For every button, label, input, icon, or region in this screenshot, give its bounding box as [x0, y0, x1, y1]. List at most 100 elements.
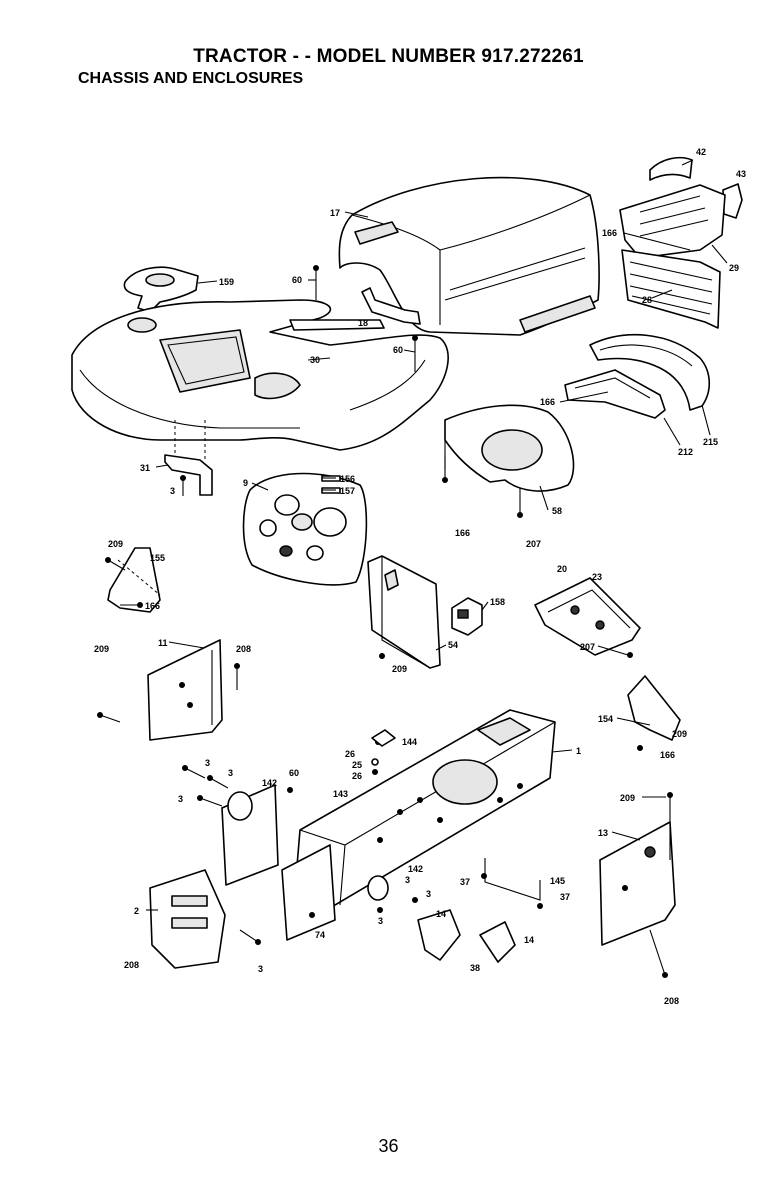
callout-74: 74: [315, 930, 325, 940]
page-number: 36: [0, 1136, 777, 1157]
callout-166-b: 166: [540, 397, 555, 407]
callout-30: 30: [310, 355, 320, 365]
callout-11: 11: [158, 638, 168, 648]
callout-37-b: 37: [560, 892, 570, 902]
side-panel-13: [600, 822, 675, 945]
callout-158: 158: [490, 597, 505, 607]
callout-3-d: 3: [178, 794, 183, 804]
callout-209-c: 209: [94, 644, 109, 654]
callout-3-b: 3: [205, 758, 210, 768]
main-frame-part: [295, 710, 555, 905]
bolt-3a: [180, 475, 186, 496]
callout-209-e: 209: [620, 793, 635, 803]
bolt-209b: [379, 653, 385, 659]
callout-1: 1: [576, 746, 581, 756]
grille-part: [620, 185, 725, 328]
callout-3-c: 3: [228, 768, 233, 778]
callout-14-b: 14: [524, 935, 534, 945]
axle-plate-142a: [222, 785, 278, 885]
callout-3: 3: [170, 486, 175, 496]
callout-26: 26: [345, 749, 355, 759]
callout-14: 14: [436, 909, 446, 919]
callout-166-e: 166: [660, 750, 675, 760]
callout-42: 42: [696, 147, 706, 157]
callout-37: 37: [460, 877, 470, 887]
screw-166c: [442, 455, 448, 483]
callout-3-e: 3: [405, 875, 410, 885]
callout-23: 23: [592, 572, 602, 582]
callout-209: 209: [108, 539, 123, 549]
callout-209-b: 209: [392, 664, 407, 674]
callout-54: 54: [448, 640, 458, 650]
dash-shroud-part: [445, 405, 574, 491]
callout-60: 60: [292, 275, 302, 285]
callout-157: 157: [340, 486, 355, 496]
bolt-3g: [377, 907, 383, 913]
bolt-3d: [197, 795, 222, 806]
callout-60-c: 60: [289, 768, 299, 778]
fender-part: [72, 300, 448, 450]
callout-212: 212: [678, 447, 693, 457]
bolt-144: [372, 730, 395, 746]
callout-29: 29: [729, 263, 739, 273]
bumper-bracket-part: [565, 370, 665, 418]
callout-166: 166: [602, 228, 617, 238]
callout-3-g: 3: [378, 916, 383, 926]
switch-158: [452, 598, 482, 635]
bolt-74: [309, 912, 315, 918]
callout-159: 159: [219, 277, 234, 287]
callout-17: 17: [330, 208, 340, 218]
callout-166-c: 166: [455, 528, 470, 538]
callout-208-b: 208: [124, 960, 139, 970]
callout-58: 58: [552, 506, 562, 516]
callout-208-c: 208: [664, 996, 679, 1006]
tie-rod-145: [485, 858, 540, 900]
bolt-208a: [234, 663, 240, 690]
bolt-209c: [97, 712, 120, 722]
screw-60a: [313, 265, 319, 300]
bolt-3h: [240, 930, 261, 945]
callout-156: 156: [340, 474, 355, 484]
callout-207: 207: [526, 539, 541, 549]
callout-143: 143: [333, 789, 348, 799]
steering-support-part: [368, 556, 440, 668]
callout-20: 20: [557, 564, 567, 574]
bolt-3f: [412, 897, 418, 903]
callout-9: 9: [243, 478, 248, 488]
screw-166c2: [517, 488, 523, 518]
bolt-60c: [287, 787, 293, 793]
callout-3-f: 3: [426, 889, 431, 899]
callout-166-d: 166: [145, 601, 160, 611]
headlight-lens-part: [650, 158, 692, 180]
callout-31: 31: [140, 463, 150, 473]
bolt-37b: [537, 903, 543, 909]
callout-28: 28: [642, 295, 652, 305]
callout-207-b: 207: [580, 642, 595, 652]
callout-155: 155: [150, 553, 165, 563]
bolt-3c: [207, 775, 228, 788]
callout-209-d: 209: [672, 729, 687, 739]
callout-145: 145: [550, 876, 565, 886]
callout-2: 2: [134, 906, 139, 916]
bracket-14b: [480, 922, 515, 962]
callout-208: 208: [236, 644, 251, 654]
front-plate-part: [150, 870, 225, 968]
callout-142: 142: [262, 778, 277, 788]
callout-154: 154: [598, 714, 613, 724]
callout-25: 25: [352, 760, 362, 770]
callout-215: 215: [703, 437, 718, 447]
bolt-166e: [637, 745, 643, 751]
callout-18: 18: [358, 318, 368, 328]
callout-43: 43: [736, 169, 746, 179]
callout-38: 38: [470, 963, 480, 973]
side-panel-11: [148, 640, 222, 740]
callout-13: 13: [598, 828, 608, 838]
bolt-37a: [481, 873, 487, 879]
callout-144: 144: [402, 737, 417, 747]
callout-60-b: 60: [393, 345, 403, 355]
bolt-209a: [105, 557, 125, 570]
callout-142-b: 142: [408, 864, 423, 874]
bolt-208c: [650, 930, 668, 978]
callout-26-b: 26: [352, 771, 362, 781]
